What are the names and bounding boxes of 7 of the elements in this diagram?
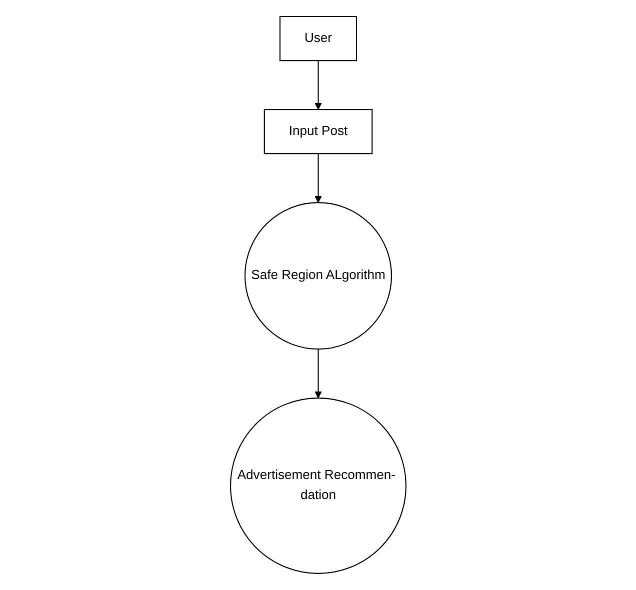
arrow — [314, 349, 322, 398]
arrow — [314, 60, 322, 110]
node-circle: Advertisement Recommen- dation — [230, 398, 406, 574]
node-box: User — [279, 16, 357, 62]
node-box: Input Post — [264, 109, 372, 154]
node-circle: Safe Region ALgorithm — [244, 202, 392, 350]
arrow — [314, 154, 322, 203]
